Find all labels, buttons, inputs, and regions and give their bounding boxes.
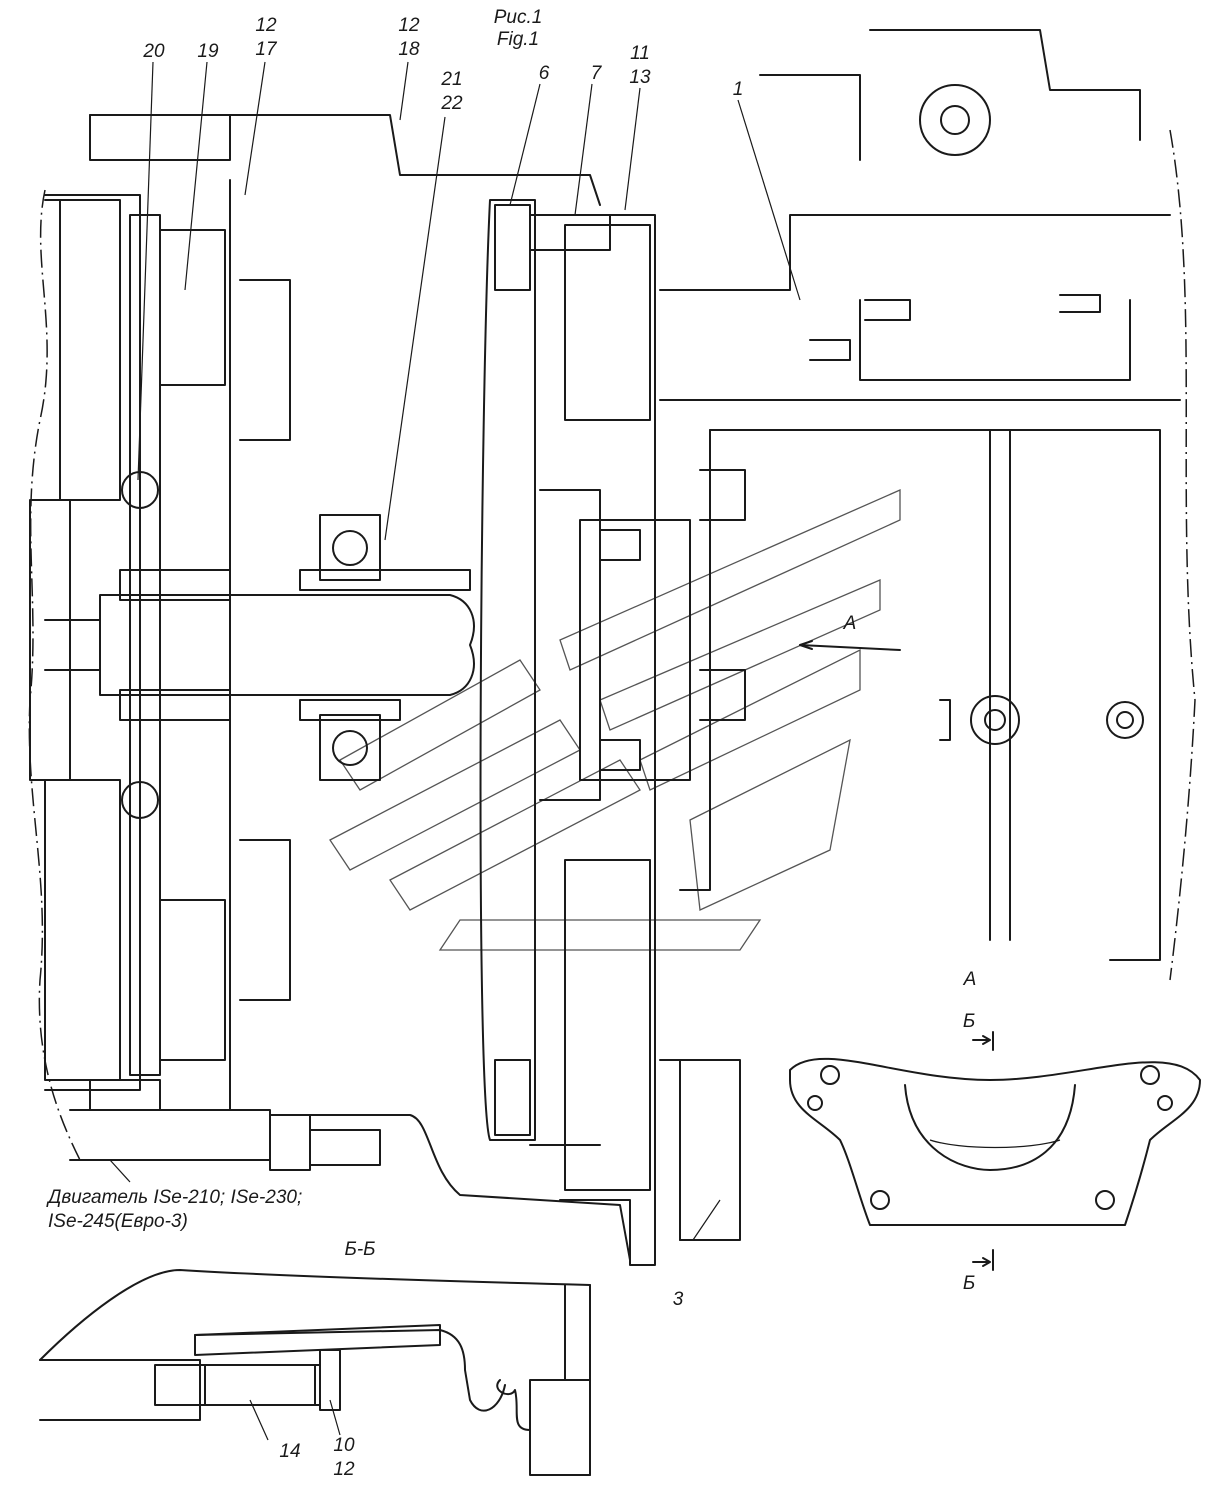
engine-caption-line1: Двигатель ISe-210; ISe-230; — [48, 1187, 303, 1208]
view-a-flange — [789, 1031, 1201, 1271]
view-a-title: А — [963, 969, 977, 990]
clutch-disc — [121, 179, 291, 1111]
callout-13: 13 — [629, 67, 651, 88]
callout-14: 14 — [279, 1441, 301, 1462]
callout-3: 3 — [672, 1289, 684, 1310]
callout-11: 11 — [630, 43, 650, 64]
callout-7: 7 — [590, 63, 602, 84]
flywheel-housing — [28, 114, 601, 1161]
callout-20: 20 — [143, 41, 165, 62]
section-bb — [39, 1269, 591, 1476]
callout-6: 6 — [538, 63, 550, 84]
housing-bottom — [269, 1114, 631, 1261]
figure-title-ru: Рис.1 — [493, 7, 543, 28]
section-bb-title: Б-Б — [344, 1239, 376, 1260]
callout-19: 19 — [197, 41, 219, 62]
release-fork — [479, 199, 611, 1146]
section-mark-top: Б — [962, 1011, 976, 1032]
callout-17: 17 — [255, 39, 277, 60]
callout-18: 18 — [398, 39, 420, 60]
callout-12-top: 12 — [255, 15, 277, 36]
callout-1: 1 — [732, 79, 744, 100]
input-shaft — [44, 569, 475, 721]
callout-12-bottom: 12 — [333, 1459, 355, 1480]
engine-caption-line2: ISe-245(Евро-3) — [48, 1211, 188, 1232]
release-bearing — [299, 514, 471, 781]
callout-21: 21 — [441, 69, 463, 90]
leader-lines — [109, 61, 901, 1441]
section-mark-bottom: Б — [962, 1273, 976, 1294]
callout-22: 22 — [441, 93, 463, 114]
callout-10: 10 — [333, 1435, 355, 1456]
arrow-a-label: A — [843, 613, 857, 634]
gearbox-casing — [659, 29, 1196, 1241]
callout-12-second: 12 — [398, 15, 420, 36]
gearbox-front-cover — [539, 214, 691, 1266]
figure-title-en: Fig.1 — [496, 29, 540, 50]
